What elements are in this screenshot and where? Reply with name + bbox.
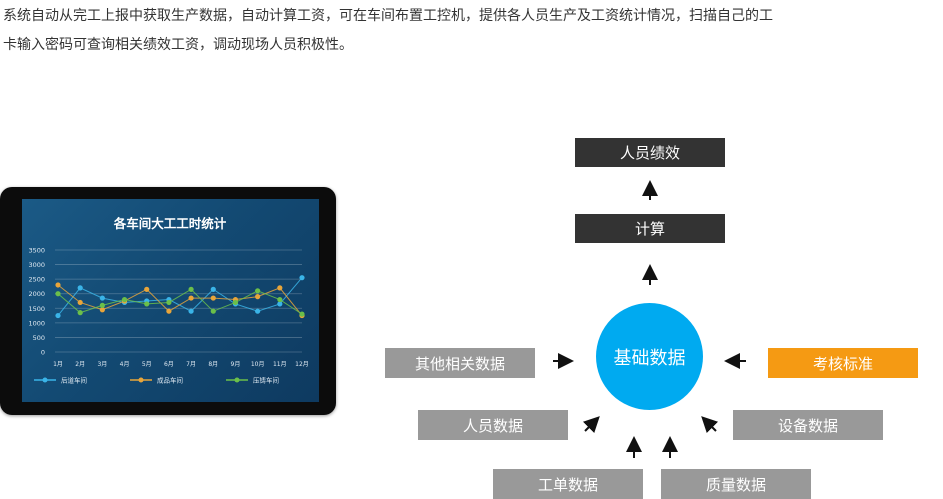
arrow-personnel-to-center xyxy=(582,416,600,434)
box-equipment-data: 设备数据 xyxy=(733,410,883,440)
x-tick-label: 6月 xyxy=(164,361,174,368)
label-work-order-data: 工单数据 xyxy=(537,475,598,494)
data-point xyxy=(299,275,305,281)
box-calculate: 计算 xyxy=(575,214,725,243)
box-personnel-data: 人员数据 xyxy=(418,410,568,440)
data-point xyxy=(232,299,239,306)
data-point xyxy=(77,285,83,291)
intro-text: 系统自动从完工上报中获取生产数据，自动计算工资，可在车间布置工控机，提供各人员生… xyxy=(3,2,943,60)
x-tick-label: 3月 xyxy=(97,361,107,368)
line-chart: 各车间大工工时统计 0 500 1000 1500 2000 2500 3000 3500 1月 2… xyxy=(28,216,309,385)
x-tick-label: 10月 xyxy=(251,361,265,368)
series-line xyxy=(57,284,303,316)
data-point xyxy=(55,312,61,319)
legend-label: 后道车间 xyxy=(61,376,87,385)
data-point xyxy=(277,301,283,307)
data-point xyxy=(188,295,194,301)
data-point xyxy=(166,308,172,314)
intro-line-1: 系统自动从完工上报中获取生产数据，自动计算工资，可在车间布置工控机，提供各人员生… xyxy=(3,8,773,24)
series-line xyxy=(57,288,303,315)
center-basic-data: 基础数据 xyxy=(596,303,703,410)
x-tick-label: 12月 xyxy=(295,361,309,368)
x-tick-label: 2月 xyxy=(75,361,85,368)
y-tick-label: 3000 xyxy=(28,261,45,269)
arrow-equipment-to-center xyxy=(701,416,719,434)
data-point xyxy=(99,302,105,308)
data-point xyxy=(55,282,61,288)
legend-marker xyxy=(42,377,48,383)
data-point xyxy=(188,286,194,292)
data-point xyxy=(99,295,105,301)
intro-line-2: 卡输入密码可查询相关绩效工资，调动现场人员积极性。 xyxy=(3,37,353,53)
box-quality-data: 质量数据 xyxy=(661,469,811,499)
data-point xyxy=(144,286,150,292)
label-personnel-data: 人员数据 xyxy=(462,416,523,435)
x-tick-label: 11月 xyxy=(273,361,287,368)
y-tick-label: 500 xyxy=(33,334,45,342)
data-point xyxy=(77,310,83,316)
data-point xyxy=(255,308,261,314)
label-other-data: 其他相关数据 xyxy=(414,354,505,373)
box-assessment-standard: 考核标准 xyxy=(768,348,918,378)
data-point xyxy=(121,296,128,303)
x-tick-label: 7月 xyxy=(186,361,196,368)
legend-label: 压铸车间 xyxy=(253,376,279,385)
legend-marker xyxy=(234,377,240,383)
tablet-device: 各车间大工工时统计 0 500 1000 1500 2000 2500 3000 3500 1月 2… xyxy=(0,187,336,415)
label-quality-data: 质量数据 xyxy=(705,475,766,494)
data-point xyxy=(299,311,305,317)
box-other-data: 其他相关数据 xyxy=(385,348,535,378)
tablet-screen: 各车间大工工时统计 0 500 1000 1500 2000 2500 3000 3500 1月 2… xyxy=(22,199,319,402)
data-point xyxy=(210,308,216,314)
data-point xyxy=(277,285,283,291)
data-point xyxy=(99,307,105,313)
data-point xyxy=(166,299,172,306)
x-tick-label: 1月 xyxy=(53,361,63,368)
legend-marker xyxy=(138,377,144,383)
label-calculate: 计算 xyxy=(634,220,665,238)
y-tick-label: 1000 xyxy=(28,319,45,327)
label-assessment-standard: 考核标准 xyxy=(812,354,873,373)
chart-title: 各车间大工工时统计 xyxy=(113,216,227,231)
data-point xyxy=(188,308,194,314)
data-point xyxy=(255,288,261,294)
y-tick-label: 3500 xyxy=(28,247,45,255)
data-point xyxy=(210,286,216,292)
label-equipment-data: 设备数据 xyxy=(777,416,838,435)
data-point xyxy=(210,295,216,301)
box-personnel-performance: 人员绩效 xyxy=(575,138,725,167)
x-tick-label: 5月 xyxy=(142,361,152,368)
series-line xyxy=(57,277,303,316)
data-point xyxy=(55,291,61,297)
y-tick-label: 2500 xyxy=(28,276,45,284)
data-point xyxy=(77,299,83,306)
y-tick-label: 2000 xyxy=(28,290,45,298)
x-tick-label: 4月 xyxy=(120,361,130,368)
x-tick-label: 9月 xyxy=(231,361,241,368)
data-point xyxy=(144,301,150,307)
y-tick-label: 1500 xyxy=(28,305,45,313)
legend-label: 成品车间 xyxy=(157,376,183,385)
box-work-order-data: 工单数据 xyxy=(493,469,643,499)
x-tick-label: 8月 xyxy=(208,361,218,368)
label-basic-data: 基础数据 xyxy=(613,347,686,369)
data-point xyxy=(255,294,261,300)
data-point xyxy=(277,296,283,303)
y-tick-label: 0 xyxy=(41,349,45,357)
label-personnel-performance: 人员绩效 xyxy=(619,144,680,162)
